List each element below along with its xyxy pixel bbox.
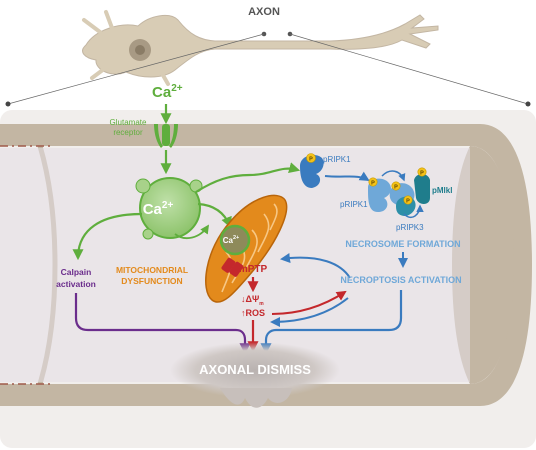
cytosolic-calcium-label: Ca2+ xyxy=(143,200,174,218)
mito-calcium-label: Ca2+ xyxy=(223,235,240,245)
neuron-illustration xyxy=(82,10,439,86)
necrosome-formation-label: NECROSOME FORMATION xyxy=(345,239,460,249)
axon-label: AXON xyxy=(248,6,280,18)
mito-dysfunction-label-2: DYSFUNCTION xyxy=(121,276,182,286)
glutamate-receptor-icon xyxy=(154,124,178,148)
glutamate-receptor-label-1: Glutamate xyxy=(110,118,147,127)
ros-to-necroptosis-arrow xyxy=(271,290,347,315)
pripk1-left-label: pRIPK1 xyxy=(340,200,368,209)
zoom-line-left xyxy=(7,33,265,105)
mptp-label: mPTP xyxy=(239,264,268,275)
delta-psi-label: ↓ΔΨm xyxy=(241,294,264,307)
cytosolic-calcium-icon xyxy=(135,177,203,240)
necroptosis-activation-label: NECROPTOSIS ACTIVATION xyxy=(340,275,461,285)
svg-text:P: P xyxy=(394,185,398,191)
mptp-channel-icon xyxy=(221,257,244,277)
zoom-line-right xyxy=(289,33,529,105)
calpain-label-2: activation xyxy=(56,279,96,289)
calpain-to-dismiss-arrow xyxy=(74,293,251,355)
calcium-to-ripk1-arrow xyxy=(195,162,301,193)
calcium-to-calpain-arrow xyxy=(72,212,143,261)
ripk1-to-complex-arrow xyxy=(324,171,370,182)
calpain-label-1: Calpain xyxy=(61,267,92,277)
ros-label: ↑ROS xyxy=(241,308,265,318)
pripk3-label: pRIPK3 xyxy=(396,223,424,232)
calcium-ion-label: Ca2+ xyxy=(152,83,183,101)
svg-text:P: P xyxy=(406,199,410,205)
necroptosis-to-dismiss-arrow xyxy=(260,290,403,355)
svg-text:P: P xyxy=(309,157,313,163)
mito-dysfunction-label-1: MITOCHONDRIAL xyxy=(116,265,188,275)
axonal-dismiss-label: AXONAL DISMISS xyxy=(199,362,311,377)
necroptosis-to-mptp-arrow xyxy=(280,253,351,279)
axonal-dismiss-cloud xyxy=(170,342,340,398)
pmlkl-label: pMlkl xyxy=(432,186,452,195)
necrosome-complex-icon xyxy=(368,167,430,218)
necroptosis-to-ros-arrow xyxy=(270,297,349,327)
pripk1-top-icon xyxy=(300,153,324,188)
svg-text:P: P xyxy=(420,171,424,177)
mito-calcium-icon xyxy=(219,224,251,256)
pripk1-top-label: pRIPK1 xyxy=(323,155,351,164)
svg-text:P: P xyxy=(371,181,375,187)
glutamate-receptor-label-2: receptor xyxy=(113,128,143,137)
